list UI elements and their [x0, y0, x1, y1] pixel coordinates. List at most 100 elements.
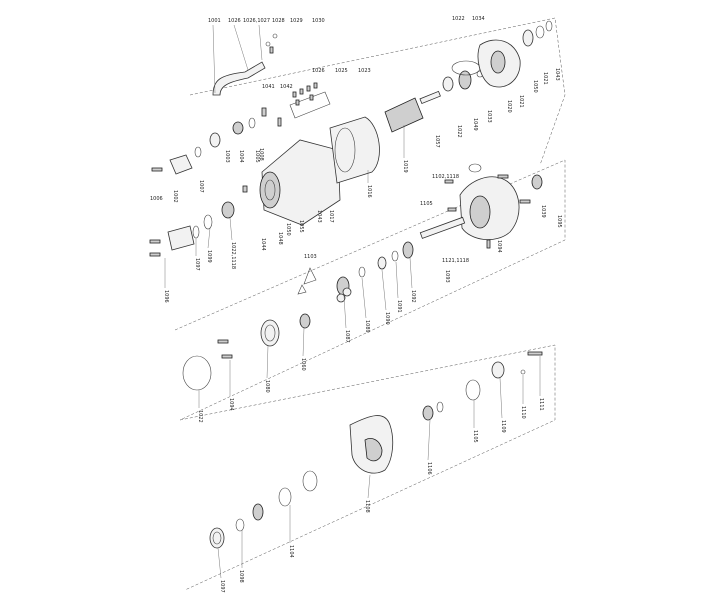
part-label: 1094: [228, 398, 234, 411]
bolt-icon: [277, 117, 282, 127]
washer-icon: [194, 146, 202, 158]
part-label: 1026: [228, 18, 241, 24]
gear-icon: [336, 276, 352, 303]
bearing-icon: [402, 241, 414, 259]
part-label: 1044: [260, 238, 266, 251]
part-label: 1005: [254, 150, 260, 163]
bearing-icon: [232, 121, 244, 135]
washer-icon: [535, 25, 545, 39]
hammer-cage-inner: [364, 438, 383, 462]
part-label: 1033: [486, 110, 492, 123]
part-label: 1090: [384, 312, 390, 325]
frame-mid: [174, 159, 566, 421]
part-label: 1002: [172, 190, 178, 203]
washer-icon: [302, 470, 318, 492]
washer-icon: [545, 20, 553, 32]
flange-plate: [167, 225, 195, 251]
bolt-icon: [497, 174, 509, 179]
bolt-icon: [149, 252, 161, 257]
hose-lead-3: [258, 24, 263, 61]
part-label: 1041: [262, 84, 275, 90]
hose-lead: [212, 24, 216, 94]
part-label: 1019: [402, 160, 408, 173]
part-label: 1022,1118: [230, 242, 236, 269]
cylinder: [329, 116, 380, 184]
part-label: 1096: [163, 290, 169, 303]
spindle-shaft: [419, 216, 466, 239]
bolt-icon: [519, 199, 531, 204]
bearing-icon: [209, 132, 221, 148]
part-label: 1055: [298, 220, 304, 233]
part-label: 1095: [556, 215, 562, 228]
part-label: 1023: [358, 68, 371, 74]
bolt-icon: [444, 179, 454, 184]
bearing-icon: [377, 256, 387, 270]
part-label: 1098: [238, 570, 244, 583]
part-label: 1050: [532, 80, 538, 93]
part-label: 1057: [434, 135, 440, 148]
part-label: 1111: [538, 398, 544, 411]
part-label: 1104: [288, 545, 294, 558]
part-label: 1110: [520, 406, 526, 419]
washer-icon: [272, 33, 278, 39]
spring-icon: [297, 284, 307, 295]
bearing-icon: [442, 76, 454, 92]
part-label: 1021: [518, 95, 524, 108]
part-label: 1048: [277, 232, 283, 245]
frame-top: [189, 17, 566, 166]
leader-lines: [164, 125, 541, 579]
gear-icon: [299, 313, 311, 329]
part-label: 1105: [420, 201, 433, 207]
part-label: 1007: [198, 180, 204, 193]
part-label: 1087: [344, 330, 350, 343]
bearing-icon: [252, 503, 264, 521]
part-label: 1006: [150, 196, 163, 202]
part-label: 1001: [208, 18, 221, 24]
ring-gear: [260, 319, 280, 347]
part-label: 1042: [280, 84, 293, 90]
part-label: 1094: [496, 240, 502, 253]
washer-icon: [235, 518, 245, 532]
part-label: 1049: [472, 118, 478, 131]
bolt-icon: [242, 185, 248, 193]
ring-gear-bore: [264, 324, 276, 342]
bolt-icon: [527, 351, 543, 356]
bearing-icon: [221, 201, 235, 219]
washer-icon: [192, 225, 200, 239]
spring-icon: [303, 267, 317, 285]
bolt-icon: [261, 107, 267, 117]
part-label: 1060: [300, 358, 306, 371]
labels-top: 1001 1026 1026,1027 1028 1029 1030 1041 …: [150, 16, 560, 251]
part-label: 1021: [542, 72, 548, 85]
part-label: 1121,1118: [442, 258, 469, 264]
bolt-icon: [217, 339, 229, 344]
bearing-icon: [531, 174, 543, 190]
washer-icon: [436, 401, 444, 413]
hose-lead-2: [233, 24, 249, 71]
part-label: 1043: [316, 210, 322, 223]
washer-icon: [358, 266, 366, 278]
part-label: 1022: [456, 125, 462, 138]
part-label: 1099: [206, 250, 212, 263]
bolt-icon: [447, 207, 457, 212]
labels-lower: 1022 1094 1080 1060 1105 1109 1110 1111 …: [197, 358, 544, 593]
part-label: 1089: [364, 320, 370, 333]
part-label: 1043: [554, 68, 560, 81]
rotor: [384, 97, 424, 133]
part-label: 1022: [452, 16, 465, 22]
part-label: 1003: [224, 150, 230, 163]
washer-icon: [248, 117, 256, 129]
part-label: 1028: [272, 18, 285, 24]
bolt-icon: [151, 167, 163, 172]
part-label: 1106: [426, 462, 432, 475]
labels-mid: 1102,1118 1105 1121,1118 1093 1094 1095 …: [163, 174, 562, 343]
bolt-icon: [486, 239, 491, 249]
part-label: 1097: [194, 258, 200, 271]
part-label: 1080: [264, 380, 270, 393]
washer-icon: [391, 250, 399, 262]
part-label: 1108: [364, 500, 370, 513]
part-label: 1109: [500, 420, 506, 433]
bolt-icon: [149, 239, 161, 244]
housing-bore: [259, 171, 281, 209]
part-label: 1093: [444, 270, 450, 283]
